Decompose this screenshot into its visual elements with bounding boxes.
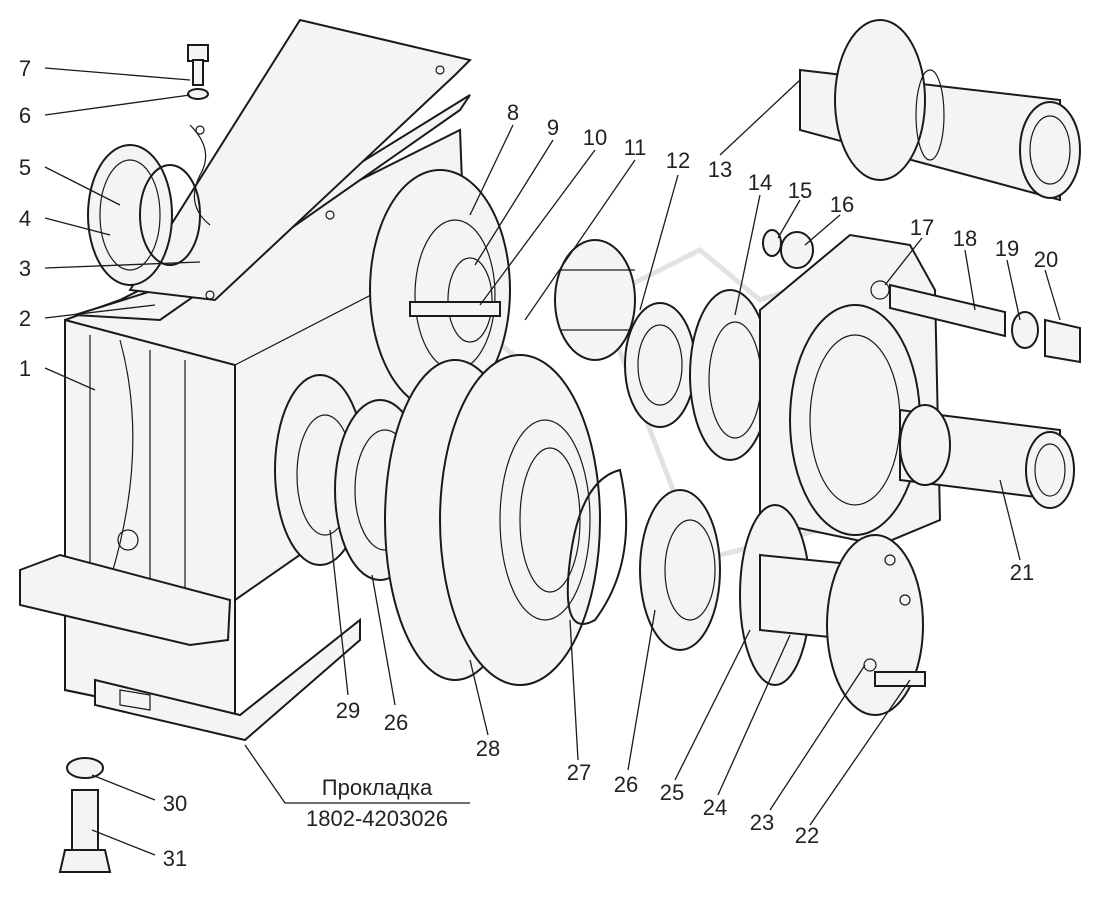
double-gear — [384, 354, 601, 686]
callout-8: 8 — [507, 100, 519, 125]
callout-22: 22 — [795, 823, 819, 848]
gasket-label-name: Прокладка — [322, 775, 433, 800]
output-shaft-upper — [799, 19, 1081, 202]
callout-13: 13 — [708, 157, 732, 182]
callout-31: 31 — [163, 846, 187, 871]
callout-10: 10 — [583, 125, 607, 150]
callout-15: 15 — [788, 178, 812, 203]
leader-lines — [44, 67, 1061, 856]
callout-27: 27 — [567, 760, 591, 785]
callout-26-right: 26 — [614, 772, 638, 797]
callout-29: 29 — [336, 698, 360, 723]
intermediate-housing — [759, 233, 942, 547]
callout-26-left: 26 — [384, 710, 408, 735]
small-nut — [762, 229, 814, 269]
circlip — [566, 468, 628, 625]
callout-numbers: 7 6 5 4 3 2 1 8 9 10 11 12 13 14 15 16 1… — [19, 56, 1058, 871]
callout-2: 2 — [19, 306, 31, 331]
callout-3: 3 — [19, 256, 31, 281]
gasket-label-number: 1802-4203026 — [306, 806, 448, 831]
input-shaft-lower — [899, 404, 1075, 509]
callout-28: 28 — [476, 736, 500, 761]
callout-24: 24 — [703, 795, 727, 820]
cup-seal — [87, 144, 201, 286]
flange-pin — [874, 671, 926, 687]
callout-4: 4 — [19, 206, 31, 231]
bearing-cap — [689, 289, 771, 461]
output-flange — [739, 504, 924, 716]
top-bolt — [187, 44, 209, 100]
bearing-flange — [369, 169, 511, 411]
callout-17: 17 — [910, 215, 934, 240]
callout-5: 5 — [19, 155, 31, 180]
stud-assembly — [889, 283, 1081, 364]
callout-16: 16 — [830, 192, 854, 217]
top-cover-plate — [74, 18, 472, 322]
callout-9: 9 — [547, 115, 559, 140]
callout-6: 6 — [19, 103, 31, 128]
callout-19: 19 — [995, 236, 1019, 261]
lower-right-bearing — [639, 489, 721, 651]
callout-25: 25 — [660, 780, 684, 805]
gasket-caption: Прокладка 1802-4203026 — [306, 775, 448, 831]
callout-7: 7 — [19, 56, 31, 81]
callout-18: 18 — [953, 226, 977, 251]
upper-shaft-gear — [554, 239, 696, 428]
callout-11: 11 — [624, 135, 647, 160]
callout-12: 12 — [666, 148, 690, 173]
callout-21: 21 — [1010, 560, 1034, 585]
callout-23: 23 — [750, 810, 774, 835]
bottom-bolt — [58, 757, 112, 873]
callout-30: 30 — [163, 791, 187, 816]
callout-14: 14 — [748, 170, 772, 195]
callout-1: 1 — [19, 356, 31, 381]
callout-20: 20 — [1034, 247, 1058, 272]
